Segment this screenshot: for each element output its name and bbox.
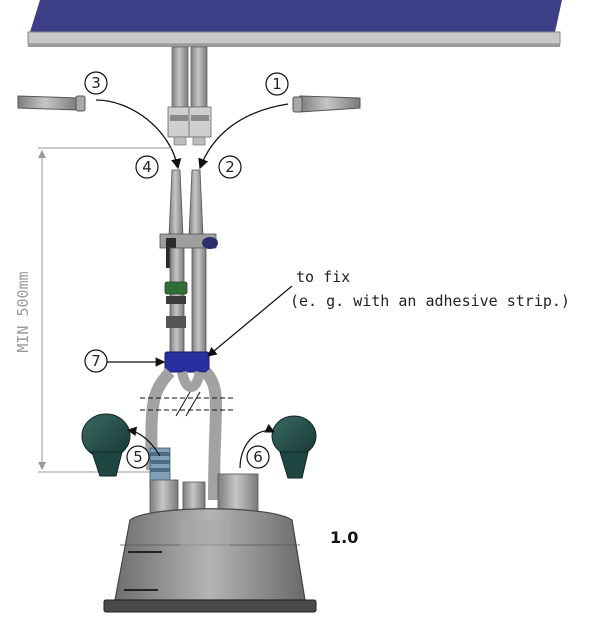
arrow-3-to-4 [95, 99, 182, 170]
cap-right [271, 415, 317, 479]
dimension-label: MIN 500mm [14, 271, 32, 352]
svg-text:6: 6 [253, 448, 263, 466]
dimension-indicator [38, 147, 172, 473]
svg-text:7: 7 [91, 352, 101, 370]
svg-text:2: 2 [225, 158, 235, 176]
callout-7: 7 [84, 349, 108, 373]
svg-text:1: 1 [272, 75, 282, 93]
svg-text:3: 3 [91, 74, 101, 92]
humidifier-chamber [103, 508, 317, 613]
arrow-1-to-2 [198, 103, 289, 170]
callout-2: 2 [218, 155, 242, 179]
ventilator-unit [27, 0, 562, 47]
leader-note [207, 285, 293, 357]
note-line-1: to fix [296, 268, 350, 286]
arrow-6 [239, 423, 276, 469]
inspiratory-tube-end [292, 95, 361, 113]
arrow-5 [126, 426, 161, 457]
svg-text:5: 5 [133, 448, 143, 466]
callout-5: 5 [126, 445, 150, 469]
callout-6: 6 [246, 445, 270, 469]
ventilator-ports [167, 46, 212, 146]
callout-4: 4 [135, 155, 159, 179]
cap-left [81, 413, 131, 477]
note-line-2: (e. g. with an adhesive strip.) [290, 292, 570, 310]
callout-1: 1 [265, 72, 289, 96]
tubing-column [140, 169, 236, 501]
callout-3: 3 [84, 71, 108, 95]
expiratory-tube-end [17, 95, 86, 112]
svg-text:4: 4 [142, 158, 152, 176]
figure-label: 1.0 [330, 528, 358, 547]
